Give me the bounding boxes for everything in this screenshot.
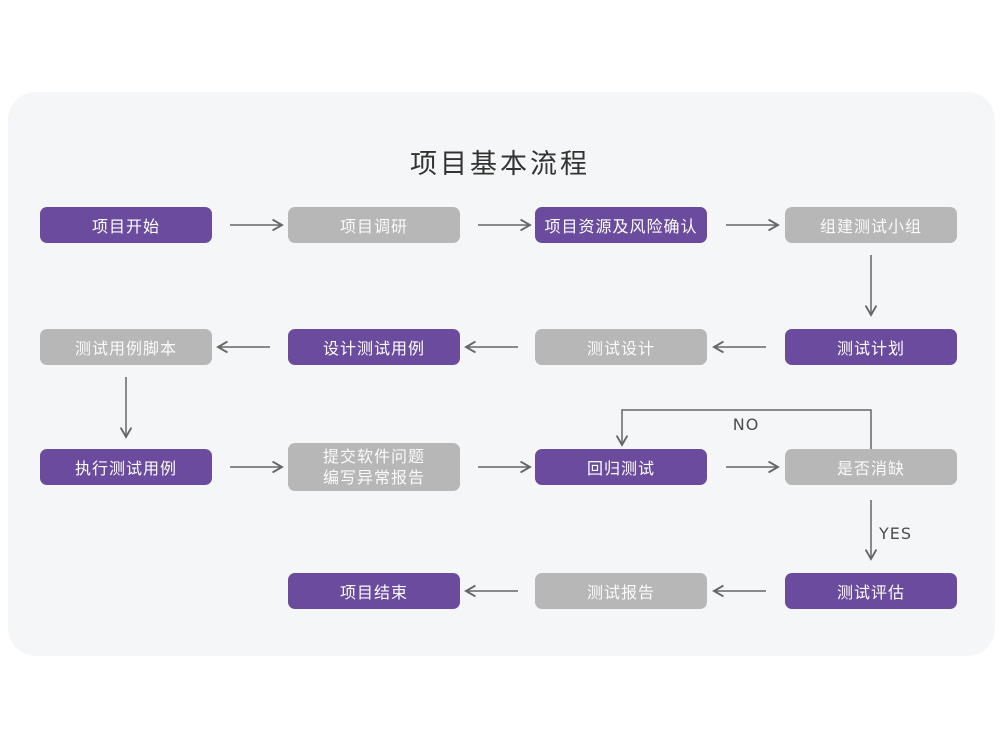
node-project-research: 项目调研: [288, 207, 460, 243]
node-project-end: 项目结束: [288, 573, 460, 609]
node-build-team: 组建测试小组: [785, 207, 957, 243]
node-case-script: 测试用例脚本: [40, 329, 212, 365]
node-design-case: 设计测试用例: [288, 329, 460, 365]
flowchart-card: [8, 92, 995, 656]
node-resource-risk: 项目资源及风险确认: [535, 207, 707, 243]
node-project-start: 项目开始: [40, 207, 212, 243]
edge-label-no: NO: [732, 415, 760, 434]
node-test-report: 测试报告: [535, 573, 707, 609]
node-test-design: 测试设计: [535, 329, 707, 365]
node-submit-issue: 提交软件问题 编写异常报告: [288, 443, 460, 491]
node-test-plan: 测试计划: [785, 329, 957, 365]
node-defect-check: 是否消缺: [785, 449, 957, 485]
node-regression-test: 回归测试: [535, 449, 707, 485]
node-execute-case: 执行测试用例: [40, 449, 212, 485]
page-title: 项目基本流程: [410, 149, 590, 180]
edge-label-yes: YES: [879, 524, 913, 543]
node-test-evaluate: 测试评估: [785, 573, 957, 609]
